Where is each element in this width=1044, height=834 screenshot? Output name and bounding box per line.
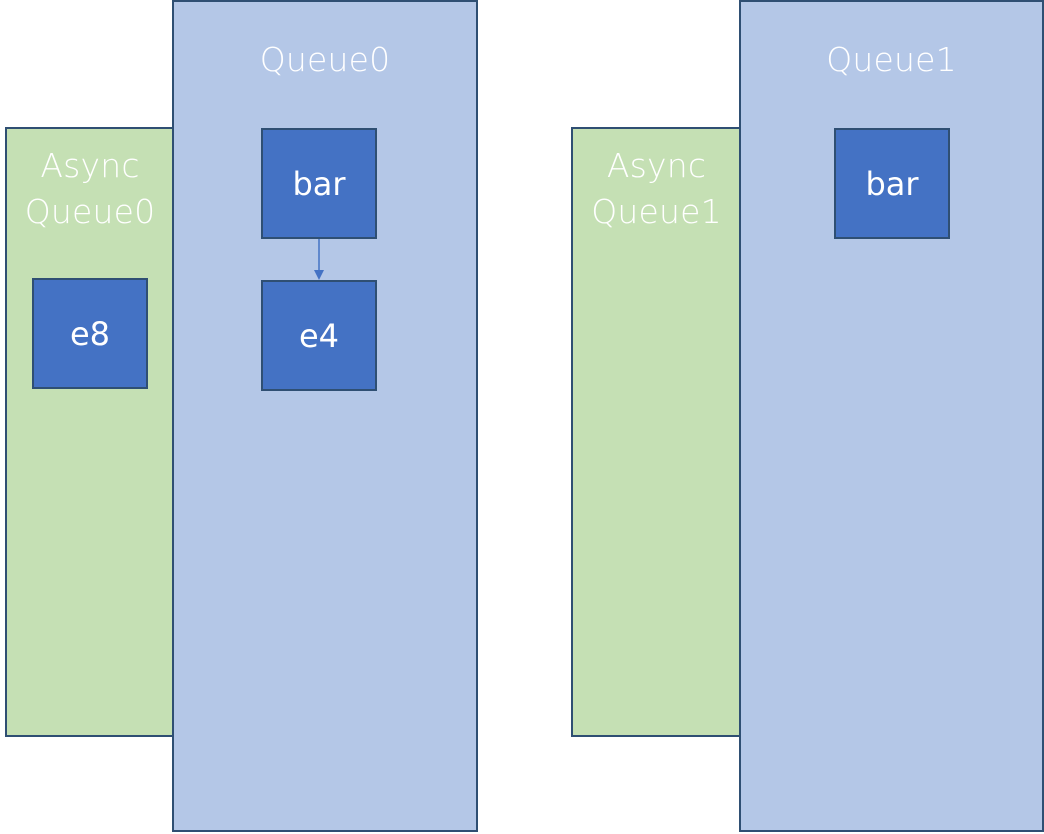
queue1-panel: Queue1 bar: [739, 0, 1044, 832]
async-queue0-node-e8: e8: [32, 278, 148, 389]
queue0-arrow-connector: [314, 239, 324, 280]
queue0-panel: Queue0 bar e4: [172, 0, 478, 832]
queue0-label: Queue0: [259, 40, 391, 79]
async-queue0-label: Async Queue0: [24, 146, 156, 231]
queue0-arrow-head: [314, 270, 324, 280]
queue0-node-e4: e4: [261, 280, 377, 391]
queue1-node-bar-label: bar: [865, 164, 919, 203]
async-queue0-panel: Async Queue0 e8: [5, 127, 175, 737]
async-queue1-panel: Async Queue1: [571, 127, 742, 737]
async-queue1-label: Async Queue1: [591, 146, 722, 231]
queue0-node-e4-label: e4: [298, 316, 340, 355]
queue0-node-bar: bar: [261, 128, 377, 239]
async-queue0-node-e8-label: e8: [69, 314, 111, 353]
queue1-node-bar: bar: [834, 128, 950, 239]
queue0-node-bar-label: bar: [292, 164, 346, 203]
queue1-label: Queue1: [826, 40, 957, 79]
